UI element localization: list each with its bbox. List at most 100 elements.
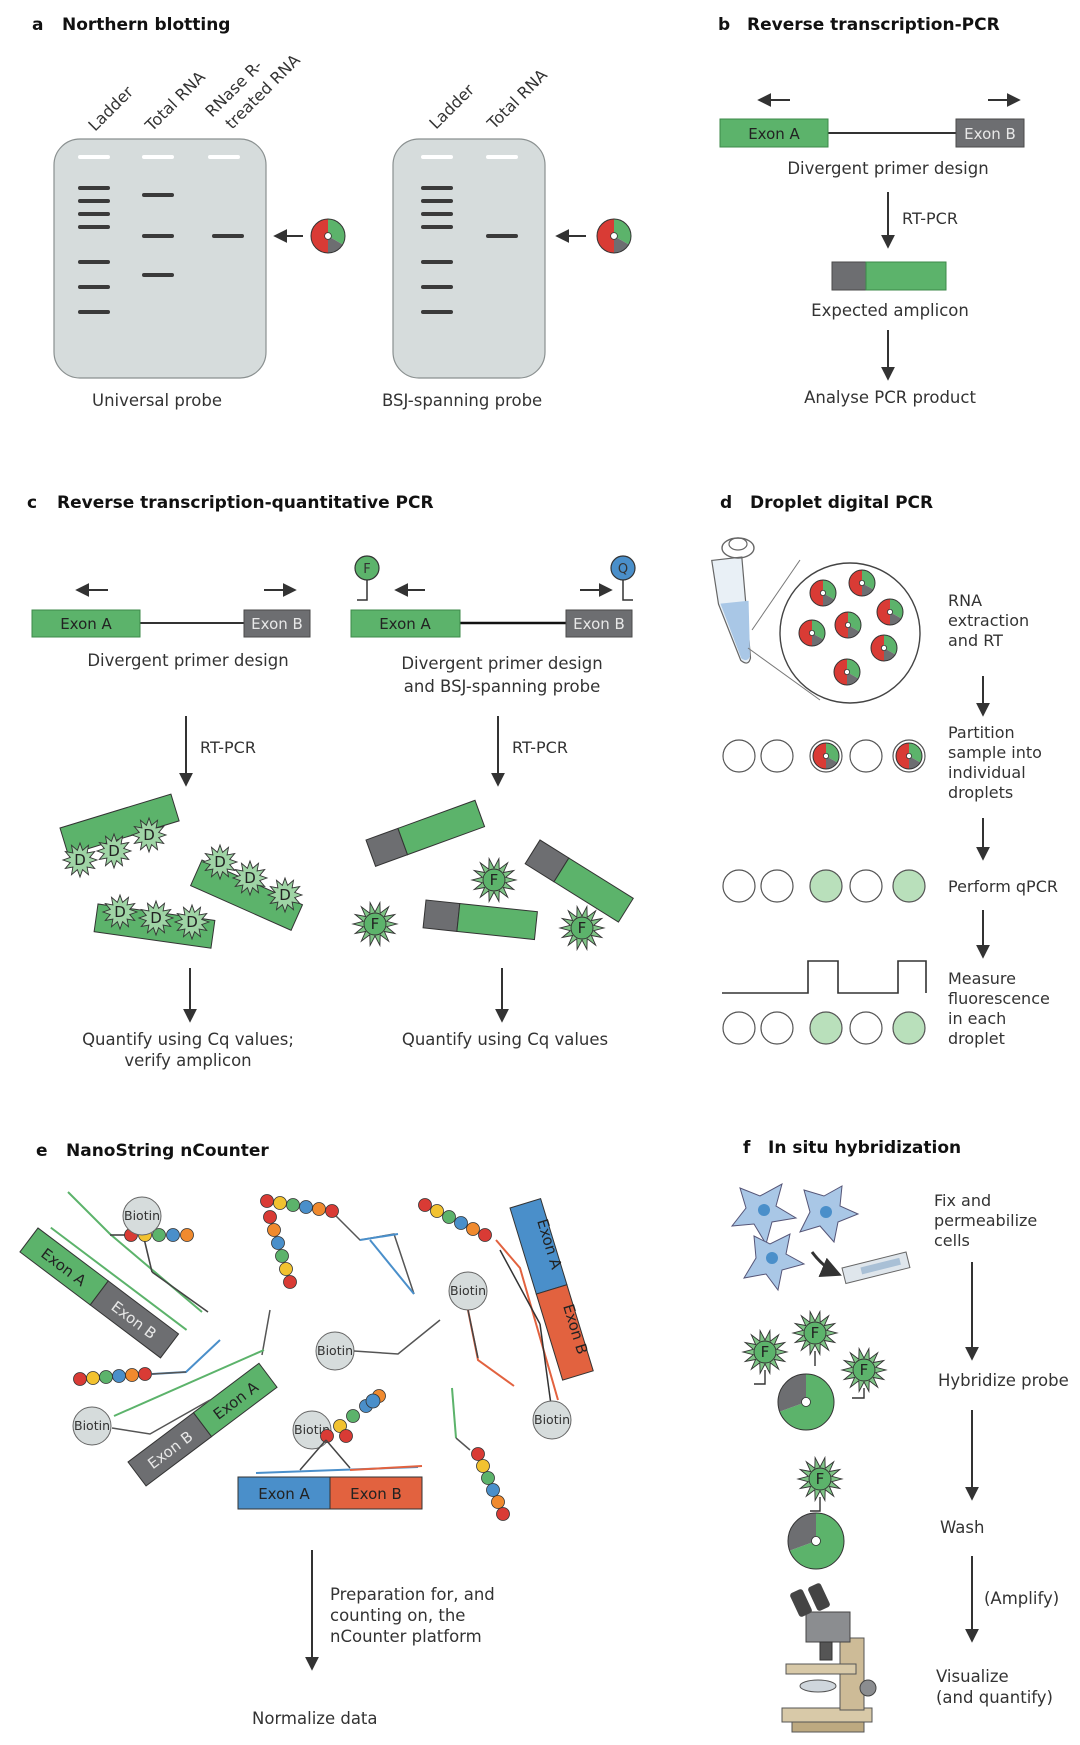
c-fluor-label: F [363,562,370,577]
e-probe-5: Exon B Exon A [127,1362,278,1487]
exon-b-box [955,118,1025,148]
c-left-step: RT-PCR [200,738,256,757]
e-p6-exon-b: Exon B [350,1485,402,1503]
gel1-lane-ladder: Ladder [84,82,137,135]
f-step2: Hybridize probe [938,1371,1069,1390]
c-dye-2: D [95,832,133,870]
d-step3: Perform qPCR [948,877,1058,896]
primer-caption: Divergent primer design [787,159,988,178]
d-step4-line4: droplet [948,1029,1005,1048]
f-fluor-4-stem [810,1497,821,1512]
f-step3: Wash [940,1518,984,1537]
c-taq-amplicon-3 [422,899,538,941]
c-dye-9: D [173,903,211,941]
svg-text:D: D [186,913,198,931]
svg-text:Biotin: Biotin [534,1412,570,1427]
c-right-exon-a-label: Exon A [379,615,431,633]
d-drop-circ-1 [812,742,840,770]
e-p5-green-strand [113,1349,265,1417]
d-step4-line1: Measure [948,969,1016,988]
f-fluor-1-stem [754,1370,766,1385]
e-p6-exon-a-box [237,1476,331,1510]
d-circrna-1 [809,579,837,607]
e-p6-reporter-beads [320,1389,386,1443]
c-taq-amplicon-1 [365,799,486,867]
e-p5-biotin: Biotin [72,1406,112,1446]
panel-e-title: NanoString nCounter [66,1141,269,1161]
e-p3-strand-orange [495,1239,559,1401]
step-label: RT-PCR [902,209,958,228]
svg-text:F: F [816,1470,825,1488]
f-step1-line2: permeabilize [934,1211,1037,1230]
panel-b: b Reverse transcription-PCR Exon A Exon … [718,15,1025,407]
c-left-result-2: verify amplicon [124,1051,251,1070]
svg-text:D: D [150,909,162,927]
c-left-exon-a [31,609,141,638]
d-step2-line4: droplets [948,783,1013,802]
e-p7-strand-green [451,1387,457,1439]
c-dye-5: D [231,859,269,897]
c-left-exon-b [243,609,311,638]
panel-c: c Reverse transcription-quantitative PCR… [27,493,636,1070]
f-fluor-4: F [796,1455,844,1503]
svg-text:Biotin: Biotin [124,1208,160,1223]
c-left-exon-b-label: Exon B [251,615,303,633]
f-slide-arrow [810,1251,842,1278]
d-drop-circ-2 [895,742,923,770]
amplicon-green [865,261,947,291]
e-p2-reporter-beads [260,1194,339,1218]
d-fluorescence-trace [722,960,927,994]
c-dye-3: D [130,816,168,854]
e-free-strand-2 [353,1319,441,1355]
e-p6-orange-strand [349,1465,423,1471]
probe-2-circrna [596,218,632,254]
gel-1-bands [78,155,244,314]
d-step1-line1: RNA [948,591,982,610]
svg-text:Biotin: Biotin [74,1418,110,1433]
gel-2-lane-labels: Ladder Total RNA [425,65,551,133]
e-free-strand-1b [467,1309,479,1359]
amplicon-caption: Expected amplicon [811,301,969,320]
panel-a: a Northern blotting Ladder Total RNA RNa… [32,15,632,410]
e-probe-1: Exon A Exon B [19,1226,188,1359]
d-circrna-4 [798,619,826,647]
c-free-fluor-1: F [470,856,518,904]
e-p4-strand-grey [151,1371,187,1375]
d-step4-line2: fluorescence [948,989,1050,1008]
exon-a-box [719,118,829,148]
d-step1-line3: and RT [948,631,1003,650]
e-p5-biotin-link [111,1399,211,1435]
e-step-line2: counting on, the [330,1606,465,1625]
e-p7-strand-grey [455,1437,471,1451]
c-right-step: RT-PCR [512,738,568,757]
svg-text:D: D [143,826,155,844]
svg-text:D: D [244,869,256,887]
c-left-result-1: Quantify using Cq values; [82,1030,294,1049]
f-step1-line1: Fix and [934,1191,991,1210]
gel2-lane-total-rna: Total RNA [483,65,551,133]
e-p2-strand-blue-2 [369,1239,415,1295]
d-droplet-row-2 [722,869,926,903]
panel-b-letter: b [718,15,730,35]
panel-f: f In situ hybridization Fix and permeabi… [730,1138,1069,1733]
svg-text:Biotin: Biotin [450,1283,486,1298]
f-cells [730,1182,860,1292]
e-step-line1: Preparation for, and [330,1585,495,1604]
d-step2-line3: individual [948,763,1026,782]
panel-e-letter: e [36,1141,48,1161]
e-p6-extra-bead [339,1429,353,1443]
c-dye-8: D [137,899,175,937]
panel-c-letter: c [27,493,37,513]
e-p6-exon-a: Exon A [258,1485,310,1503]
svg-text:F: F [811,1324,820,1342]
gel1-lane-total-rna: Total RNA [141,67,209,135]
c-right-exon-b [565,609,633,638]
panel-d-letter: d [720,493,732,513]
gel2-lane-ladder: Ladder [425,80,478,133]
c-right-caption-1: Divergent primer design [401,654,602,673]
e-p4-reporter-beads [73,1367,152,1386]
c-dye-6: D [266,876,304,914]
probe-1-circrna [310,218,346,254]
d-step2-line2: sample into [948,743,1042,762]
f-fluor-2: F [791,1309,839,1357]
